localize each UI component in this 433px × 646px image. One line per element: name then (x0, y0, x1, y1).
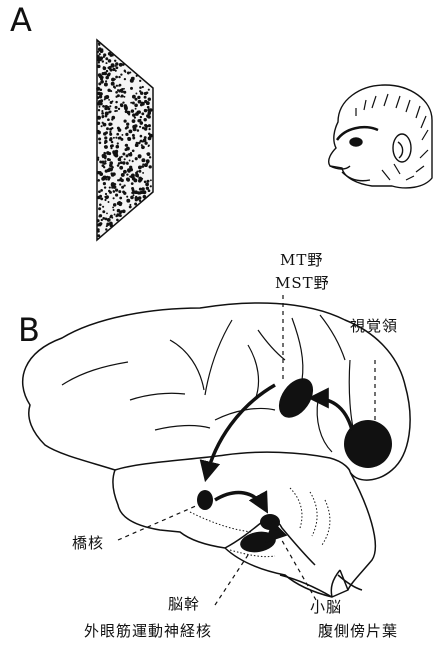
label-pontine-nucleus: 橋核 (72, 536, 104, 551)
label-ventral-paraflocculus: 腹側傍片葉 (318, 624, 398, 639)
label-mt: MT野 (280, 253, 323, 268)
random-dot-stimulus (96, 40, 153, 240)
label-visual-cortex: 視覚領 (350, 319, 398, 334)
ventral-paraflocculus (260, 514, 280, 530)
brain-sulci (62, 315, 356, 452)
pontine-nucleus (197, 490, 213, 510)
leader-lines (118, 295, 375, 605)
label-brainstem: 脳幹 (168, 597, 200, 612)
label-mst: MST野 (275, 276, 330, 291)
label-cerebellum: 小脳 (310, 600, 342, 615)
label-oculomotor-nucleus: 外眼筋運動神経核 (84, 624, 212, 639)
panel-a-label: A (10, 4, 32, 36)
panel-b-label: B (18, 314, 40, 346)
monkey-head-icon (329, 85, 432, 188)
